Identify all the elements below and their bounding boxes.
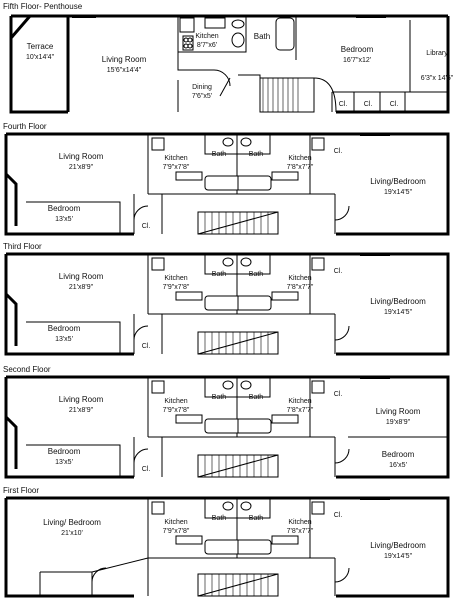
room-name: Bath (212, 394, 227, 401)
room-dims: 19'x14'5" (384, 553, 413, 560)
room-name: Terrace (27, 42, 54, 51)
room-name: Cl. (334, 268, 343, 275)
floor-label: Fifth Floor- Penthouse (3, 2, 83, 11)
room-name: Cl. (142, 466, 151, 473)
first-floor: First Floor (3, 486, 450, 598)
room-dims: 7'9"x7'8" (163, 164, 190, 171)
room-name: Bath (254, 32, 270, 41)
room-dims: 8'7"x6' (197, 42, 217, 49)
room-dims: 6'3"x 14'5" (421, 75, 454, 82)
room-name: Cl. (334, 512, 343, 519)
room-name: Living/Bedroom (370, 297, 426, 306)
room-dims: 7'8"x7'7" (287, 407, 314, 414)
room-name: Kitchen (164, 398, 187, 405)
room-name: Bath (249, 515, 264, 522)
fifth-floor: Fifth Floor- Penthouse (3, 2, 454, 114)
room-name: Living Room (59, 272, 104, 281)
room-name: Bedroom (341, 45, 374, 54)
third-floor: Third Floor (3, 242, 450, 356)
room-dims: 13'x5' (55, 216, 73, 223)
room-dims: 19'x14'5" (384, 189, 413, 196)
room-dims: 16'7"x12' (343, 57, 371, 64)
room-dims: 21'x10' (61, 530, 83, 537)
room-name: Cl. (142, 343, 151, 350)
room-name: Kitchen (164, 155, 187, 162)
floor-label: First Floor (3, 486, 39, 495)
room-name: Bedroom (48, 324, 81, 333)
room-name: Living Room (376, 407, 421, 416)
room-name: Living/Bedroom (370, 177, 426, 186)
room-name: Cl. (364, 101, 373, 108)
room-dims: 7'8"x7'7" (287, 284, 314, 291)
room-dims: 7'9"x7'8" (163, 407, 190, 414)
room-name: Living/Bedroom (370, 541, 426, 550)
second-floor: Second Floor (3, 365, 450, 479)
room-name: Kitchen (288, 155, 311, 162)
room-name: Cl. (390, 101, 399, 108)
room-name: Bedroom (48, 447, 81, 456)
room-name: Living/ Bedroom (43, 518, 101, 527)
room-name: Kitchen (288, 275, 311, 282)
fourth-floor: Fourth Floor (3, 122, 450, 236)
room-dims: 7'6"x5' (192, 93, 212, 100)
room-name: Dining (192, 84, 212, 91)
room-name: Living Room (102, 55, 147, 64)
room-dims: 21'x8'9" (69, 164, 94, 171)
room-dims: 7'9"x7'8" (163, 284, 190, 291)
room-name: Bath (249, 394, 264, 401)
room-dims: 16'x5' (389, 462, 407, 469)
room-name: Kitchen (288, 398, 311, 405)
room-dims: 10'x14'4" (26, 54, 55, 61)
room-name: Cl. (142, 223, 151, 230)
room-name: Library (426, 50, 448, 57)
room-name: Kitchen (195, 33, 218, 40)
floor-label: Fourth Floor (3, 122, 47, 131)
room-name: Bath (212, 515, 227, 522)
room-name: Bath (212, 151, 227, 158)
room-dims: 21'x8'9" (69, 284, 94, 291)
room-dims: 7'8"x7'7" (287, 528, 314, 535)
room-name: Bedroom (48, 204, 81, 213)
room-name: Kitchen (288, 519, 311, 526)
room-dims: 19'x14'5" (384, 309, 413, 316)
room-name: Cl. (334, 148, 343, 155)
room-dims: 13'x5' (55, 459, 73, 466)
floor-label: Third Floor (3, 242, 42, 251)
room-name: Cl. (339, 101, 348, 108)
floor-label: Second Floor (3, 365, 51, 374)
room-name: Living Room (59, 152, 104, 161)
room-dims: 19'x8'9" (386, 419, 411, 426)
room-dims: 7'8"x7'7" (287, 164, 314, 171)
room-name: Kitchen (164, 275, 187, 282)
room-name: Kitchen (164, 519, 187, 526)
room-dims: 7'9"x7'8" (163, 528, 190, 535)
room-dims: 13'x5' (55, 336, 73, 343)
room-name: Cl. (334, 391, 343, 398)
room-name: Bath (212, 271, 227, 278)
room-name: Bath (249, 271, 264, 278)
room-name: Bedroom (382, 450, 415, 459)
room-dims: 15'6"x14'4" (107, 67, 142, 74)
room-name: Bath (249, 151, 264, 158)
room-name: Living Room (59, 395, 104, 404)
room-dims: 21'x8'9" (69, 407, 94, 414)
